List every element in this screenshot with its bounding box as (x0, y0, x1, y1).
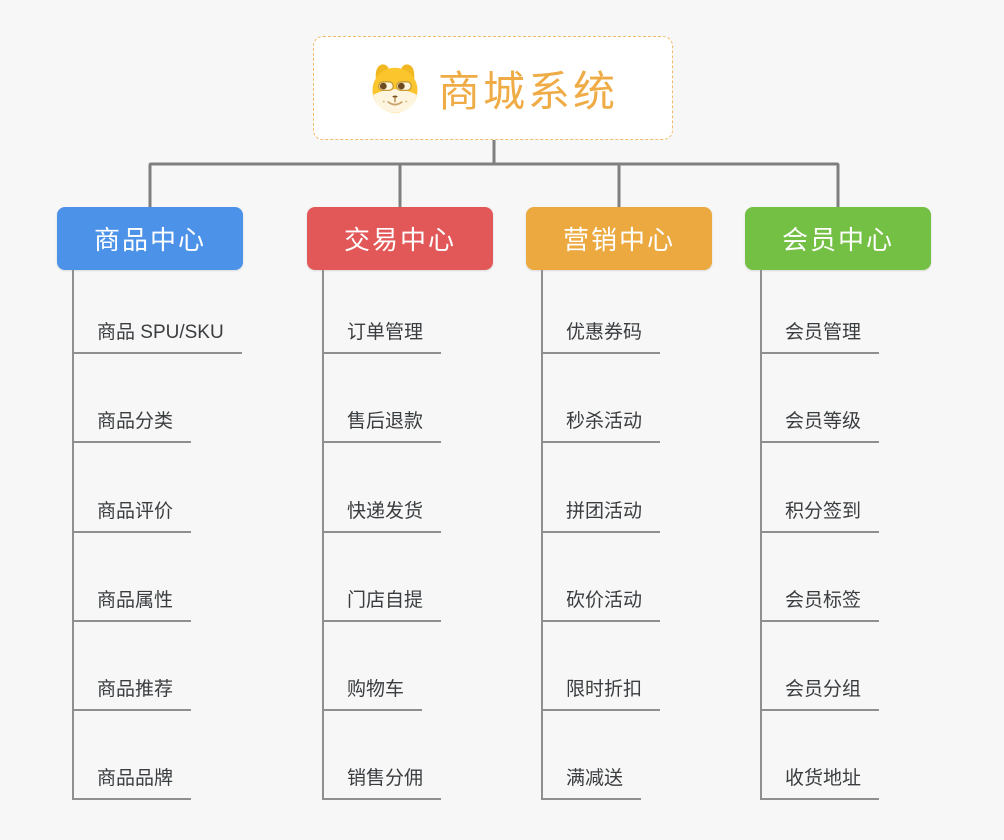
doge-icon (372, 64, 418, 113)
subtopic[interactable]: 砍价活动 (541, 586, 661, 622)
branch-topic-member-center[interactable]: 会员中心 (745, 207, 931, 270)
subtopic[interactable]: 商品推荐 (72, 675, 192, 711)
subtopic[interactable]: 商品品牌 (72, 764, 192, 800)
subtopic[interactable]: 满减送 (541, 764, 642, 800)
branch-topic-marketing-center[interactable]: 营销中心 (526, 207, 712, 270)
branch-marketing-center: 营销中心 优惠券码 秒杀活动 拼团活动 砍价活动 限时折扣 满减送 (526, 207, 712, 800)
subtopic[interactable]: 限时折扣 (541, 675, 661, 711)
subtopic[interactable]: 会员管理 (760, 318, 880, 354)
subtopic[interactable]: 商品分类 (72, 407, 192, 443)
subtopic[interactable]: 商品 SPU/SKU (72, 318, 242, 354)
subtopic[interactable]: 商品评价 (72, 497, 192, 533)
branch-topic-product-center[interactable]: 商品中心 (57, 207, 243, 270)
branch-topic-trade-center[interactable]: 交易中心 (307, 207, 493, 270)
branch-member-center: 会员中心 会员管理 会员等级 积分签到 会员标签 会员分组 收货地址 (745, 207, 931, 800)
subtopic[interactable]: 售后退款 (322, 407, 442, 443)
branch-connector-line (541, 270, 543, 800)
root-topic[interactable]: 商城系统 (313, 36, 673, 140)
subtopic[interactable]: 会员标签 (760, 586, 880, 622)
subtopic[interactable]: 销售分佣 (322, 764, 442, 800)
root-topic-label: 商城系统 (437, 67, 618, 115)
subtopic[interactable]: 秒杀活动 (541, 407, 661, 443)
subtopic[interactable]: 会员分组 (760, 675, 880, 711)
subtopic[interactable]: 会员等级 (760, 407, 880, 443)
branch-connector-line (72, 270, 74, 800)
branch-product-center: 商品中心 商品 SPU/SKU 商品分类 商品评价 商品属性 商品推荐 商品品牌 (57, 207, 243, 800)
subtopic[interactable]: 拼团活动 (541, 497, 661, 533)
branch-connector-line (322, 270, 324, 800)
subtopic[interactable]: 商品属性 (72, 586, 192, 622)
branch-connector-line (760, 270, 762, 800)
subtopic[interactable]: 门店自提 (322, 586, 442, 622)
subtopic[interactable]: 收货地址 (760, 764, 880, 800)
subtopic[interactable]: 订单管理 (322, 318, 442, 354)
subtopic[interactable]: 快递发货 (322, 497, 442, 533)
subtopic[interactable]: 积分签到 (760, 497, 880, 533)
subtopic[interactable]: 优惠券码 (541, 318, 661, 354)
subtopic[interactable]: 购物车 (322, 675, 423, 711)
branch-trade-center: 交易中心 订单管理 售后退款 快递发货 门店自提 购物车 销售分佣 (307, 207, 493, 800)
